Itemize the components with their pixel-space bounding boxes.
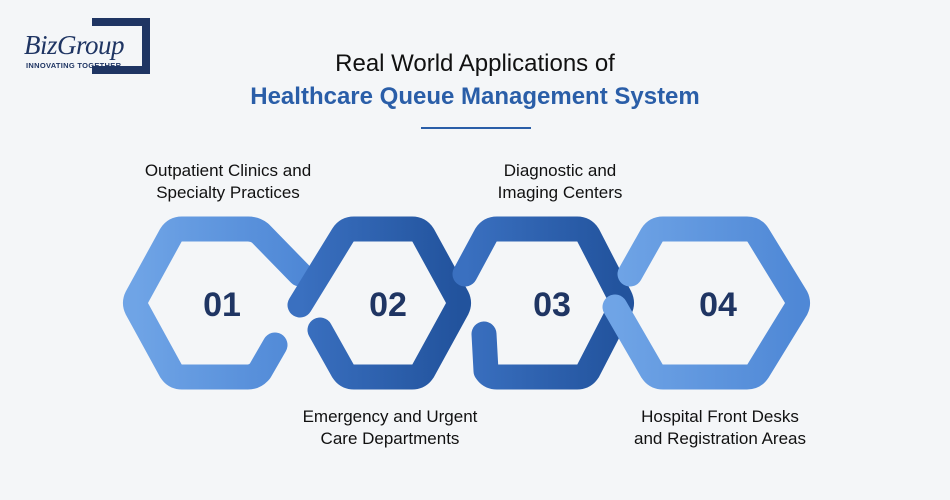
step-label-03-line2: Imaging Centers — [497, 183, 623, 202]
title-underline — [421, 127, 531, 129]
hexagon-01 — [123, 216, 313, 390]
step-label-01-line1: Outpatient Clinics and — [144, 161, 312, 180]
bizgroup-logo: BizGroup INNOVATING TOGETHER — [18, 14, 158, 76]
logo-tagline: INNOVATING TOGETHER — [26, 61, 122, 70]
logo-frame — [92, 18, 150, 74]
step-label-01: Outpatient Clinics and Specialty Practic… — [118, 160, 338, 204]
logo-wordmark: BizGroup — [24, 30, 125, 60]
hexagon-04 — [602, 216, 810, 390]
title-line-2: Healthcare Queue Management System — [250, 83, 700, 110]
step-number-02: 02 — [369, 286, 407, 324]
step-label-01-line2: Specialty Practices — [156, 183, 300, 202]
step-number-03: 03 — [533, 286, 571, 324]
step-number-01: 01 — [203, 286, 241, 324]
step-number-04: 04 — [699, 286, 737, 324]
step-label-04-line2: and Registration Areas — [634, 429, 806, 448]
step-label-02-line1: Emergency and Urgent — [302, 407, 478, 426]
step-label-02-line2: Care Departments — [320, 429, 460, 448]
step-label-02: Emergency and Urgent Care Departments — [280, 406, 500, 450]
step-label-03-line1: Diagnostic and — [503, 161, 617, 180]
title-line-1: Real World Applications of — [335, 50, 615, 77]
step-label-04-line1: Hospital Front Desks — [641, 407, 799, 426]
hexagon-02 — [287, 216, 471, 390]
step-label-03: Diagnostic and Imaging Centers — [450, 160, 670, 204]
step-label-04: Hospital Front Desks and Registration Ar… — [605, 406, 835, 450]
